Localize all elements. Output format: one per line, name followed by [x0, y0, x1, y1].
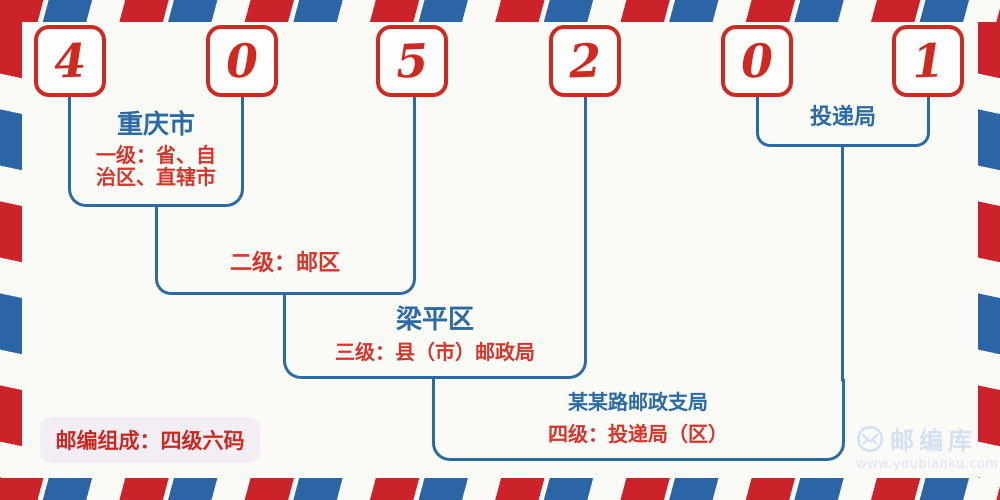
postal-digit-box-1: 4	[34, 25, 106, 97]
delivery-office-label: 投递局	[809, 105, 877, 130]
watermark-brand: 邮编库	[890, 427, 977, 455]
level3-description: 三级：县（市）邮政局	[335, 340, 535, 364]
postal-digit: 0	[740, 33, 774, 89]
digit3-connector-line	[413, 97, 416, 209]
postal-digit: 5	[395, 33, 429, 89]
level4-description: 四级：投递局（区）	[548, 422, 728, 446]
level3-region-name: 梁平区	[395, 305, 475, 335]
envelope-icon	[856, 425, 884, 453]
composition-text: 邮编组成：四级六码	[55, 429, 245, 453]
level3-box-outline	[283, 295, 587, 379]
watermark: 邮编库 www.youbianku.com	[856, 421, 999, 472]
delivery-connector-line	[841, 145, 844, 381]
level4-branch-name: 某某路邮政支局	[568, 390, 708, 414]
postal-digit: 0	[225, 33, 259, 89]
postal-digit-box-2: 0	[206, 25, 278, 97]
level1-box-outline	[68, 97, 244, 207]
level2-description: 二级：邮区	[229, 251, 341, 276]
airmail-border-bottom	[0, 478, 1000, 500]
level2-bracket	[155, 207, 416, 295]
airmail-border-right	[978, 22, 1000, 478]
postal-digit-box-4: 2	[549, 25, 621, 97]
digit4-connector-line	[584, 97, 587, 297]
postal-digit-box-3: 5	[376, 25, 448, 97]
postal-digit-box-5: 0	[721, 25, 793, 97]
postal-digit: 4	[53, 33, 87, 89]
level4-box-outline	[432, 379, 845, 461]
postal-digit: 1	[911, 33, 945, 89]
level1-description: 一级：省、自 治区、直辖市	[96, 143, 216, 190]
postal-digit: 2	[568, 33, 602, 89]
composition-badge: 邮编组成：四级六码	[40, 417, 260, 463]
airmail-border-top	[0, 0, 1000, 22]
watermark-url: www.youbianku.com	[856, 457, 999, 472]
postal-digit-box-6: 1	[892, 25, 964, 97]
level1-region-name: 重庆市	[116, 110, 196, 140]
airmail-border-left	[0, 22, 22, 478]
